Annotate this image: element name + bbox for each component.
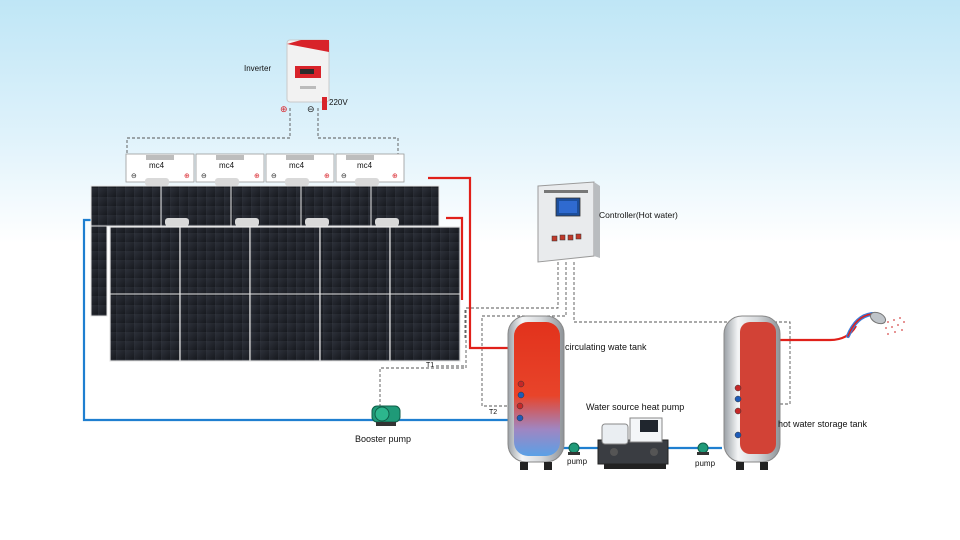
hot-water-pipes — [428, 176, 857, 350]
mc4-connector: mc4 ⊖ ⊕ — [125, 153, 195, 183]
circulating-tank: circulating wate tank T2 — [489, 315, 647, 470]
plus-icon: ⊕ — [184, 172, 190, 180]
mc4-label: mc4 — [357, 161, 373, 170]
solar-panel-front-row — [109, 226, 461, 362]
mc4-connector: mc4 ⊖ ⊕ — [265, 153, 335, 183]
pump-right: pump — [695, 442, 716, 468]
sensor-t2-label: T2 — [489, 409, 497, 416]
mc4-connector: mc4 ⊖ ⊕ — [335, 153, 405, 183]
cold-water-pipes — [82, 218, 722, 450]
circulating-tank-label: circulating wate tank — [565, 342, 647, 352]
signal-wiring — [126, 108, 791, 418]
ac-cable — [322, 97, 327, 110]
booster-pump: Booster pump — [355, 405, 411, 444]
heat-pump-unit: Water source heat pump — [586, 402, 684, 469]
inverter: Inverter ⊕ ⊖ 220V — [244, 39, 348, 115]
controller: Controller(Hot water) — [537, 181, 678, 263]
storage-tank: hot water storage tank — [723, 315, 868, 470]
heat-pump-label: Water source heat pump — [586, 402, 684, 412]
inverter-plus-icon: ⊕ — [280, 105, 288, 115]
sensor-t1-label: T1 — [426, 362, 434, 369]
inverter-minus-icon: ⊖ — [307, 105, 315, 115]
mc4-label: mc4 — [219, 161, 235, 170]
solar-array: T1 — [90, 178, 461, 369]
shower-head-icon — [846, 311, 905, 338]
minus-icon: ⊖ — [201, 172, 207, 180]
minus-icon: ⊖ — [271, 172, 277, 180]
mc4-label: mc4 — [289, 161, 305, 170]
inverter-label: Inverter — [244, 64, 271, 73]
minus-icon: ⊖ — [341, 172, 347, 180]
storage-tank-label: hot water storage tank — [778, 419, 868, 429]
mc4-label: mc4 — [149, 161, 165, 170]
solar-panel-back-row — [90, 178, 440, 317]
mc4-connector: mc4 ⊖ ⊕ — [195, 153, 265, 183]
minus-icon: ⊖ — [131, 172, 137, 180]
controller-label: Controller(Hot water) — [599, 210, 678, 220]
voltage-label: 220V — [329, 98, 348, 107]
plus-icon: ⊕ — [254, 172, 260, 180]
booster-pump-label: Booster pump — [355, 434, 411, 444]
pump-left: pump — [567, 442, 588, 466]
plus-icon: ⊕ — [324, 172, 330, 180]
pump-right-label: pump — [695, 459, 716, 468]
mc4-connectors: mc4 ⊖ ⊕ mc4 ⊖ ⊕ mc4 ⊖ ⊕ mc4 ⊖ ⊕ — [125, 153, 405, 183]
pump-left-label: pump — [567, 457, 588, 466]
plus-icon: ⊕ — [392, 172, 398, 180]
